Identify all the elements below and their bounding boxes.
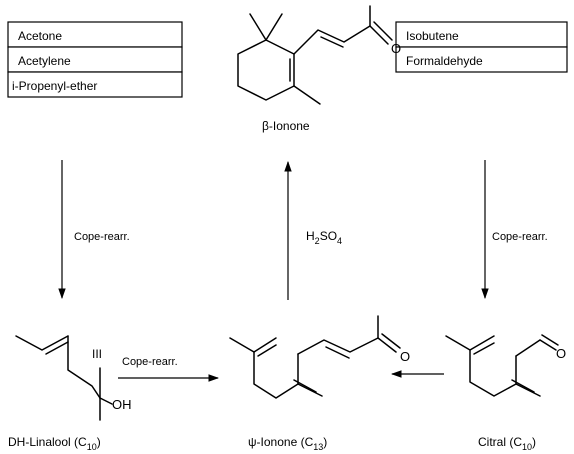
box-isobutene — [395, 21, 568, 48]
citral-carbonyl-2 — [541, 334, 559, 346]
citral-double-bond-1 — [473, 342, 495, 355]
dh-linalool-isopropylidene — [15, 335, 69, 351]
citral-aldehyde-ch — [515, 339, 541, 357]
beta-ionone-ring-methyl — [293, 85, 321, 105]
beta-ionone-carbonyl-2 — [373, 21, 393, 41]
label-formaldehyde: Formaldehyde — [406, 54, 483, 68]
psi-ionone-double-bond-1 — [257, 344, 277, 357]
left-raw-material-stack: Acetone Acetylene i-Propenyl-ether — [7, 21, 183, 98]
psi-ionone-chain-upper — [297, 337, 379, 355]
label-acetylene: Acetylene — [18, 54, 71, 68]
dh-linalool-structure: III OH DH-Linalool (C10) — [8, 335, 132, 452]
beta-ionone-gem-methyl-2 — [265, 13, 283, 41]
psi-ionone-carbonyl-2 — [381, 333, 401, 349]
box-formaldehyde — [395, 46, 568, 73]
box-acetone — [7, 21, 183, 48]
label-acetone: Acetone — [18, 29, 62, 43]
label-left-cope: Cope-rearr. — [74, 231, 130, 243]
psi-ionone-structure: O ψ-Ionone (C13) — [229, 315, 410, 452]
beta-ionone-gem-methyl-1 — [249, 13, 267, 41]
citral-oxygen: O — [556, 346, 566, 361]
label-psi-ionone: ψ-Ionone (C13) — [248, 435, 327, 452]
dh-linalool-double-bond — [45, 341, 69, 355]
label-propenyl-ether: i-Propenyl-ether — [12, 79, 97, 93]
label-acid: H2SO4 — [306, 229, 342, 246]
beta-ionone-carbonyl-1 — [369, 25, 389, 45]
right-raw-material-stack: Isobutene Formaldehyde — [395, 21, 568, 73]
beta-ionone-side-chain — [293, 25, 371, 55]
beta-ionone-oxygen: O — [391, 41, 401, 56]
psi-ionone-carbonyl-1 — [377, 337, 397, 353]
beta-ionone-ring — [237, 39, 295, 101]
label-dh-linalool: DH-Linalool (C10) — [8, 435, 101, 452]
box-acetylene — [7, 46, 183, 73]
psi-ionone-double-bond-3 — [325, 346, 350, 359]
label-bottom-cope: Cope-rearr. — [122, 356, 178, 368]
reaction-arrows: Cope-rearr. H2SO4 Cope-rearr. Cope-rearr… — [58, 160, 548, 382]
label-isobutene: Isobutene — [406, 29, 459, 43]
beta-ionone-chain-double-bond — [320, 36, 344, 48]
beta-ionone-structure: O β-Ionone — [237, 5, 401, 133]
label-right-cope: Cope-rearr. — [492, 231, 548, 243]
citral-isopropylidene — [445, 335, 495, 351]
dh-linalool-oh-bond — [99, 397, 113, 405]
box-propenyl-ether — [7, 71, 183, 98]
psi-ionone-oxygen: O — [400, 349, 410, 364]
dh-linalool-hydroxyl: OH — [112, 397, 132, 412]
citral-chain-lower — [469, 349, 541, 397]
psi-ionone-chain-lower — [253, 351, 323, 399]
dh-linalool-chain — [67, 335, 101, 399]
label-beta-ionone: β-Ionone — [262, 119, 310, 133]
dh-linalool-triple-bond: III — [92, 347, 102, 361]
citral-carbonyl-1 — [539, 339, 557, 351]
label-citral: Citral (C10) — [478, 435, 536, 452]
citral-structure: O Citral (C10) — [445, 334, 566, 452]
